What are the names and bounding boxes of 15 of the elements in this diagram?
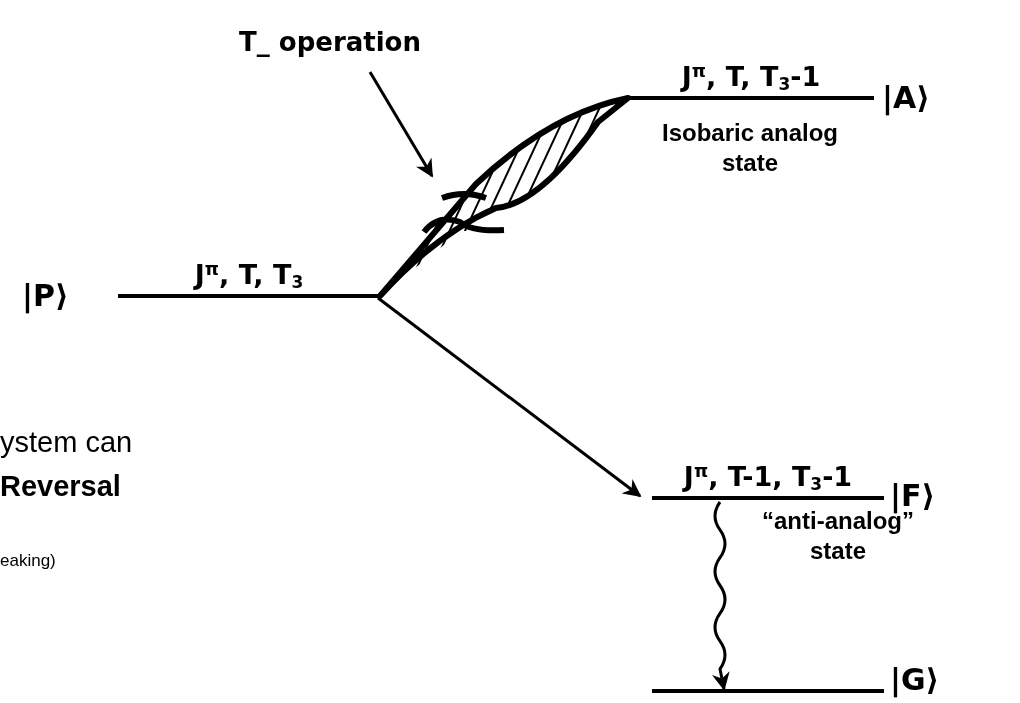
hatched-transition-band: [377, 95, 631, 299]
arrow: [368, 71, 434, 178]
quantum-numbers: J$^{π}$, T, T$_{3}$: [194, 260, 304, 294]
operation-label: T_ operation: [210, 20, 450, 64]
text-fragment: Reversal: [0, 469, 121, 504]
state-note: Isobaric analog state: [660, 118, 840, 178]
arrow: [377, 296, 642, 498]
quantum-numbers: J$^{π}$, T-1, T$_{3}$-1: [683, 462, 853, 496]
state-ket: |A⟩: [882, 80, 931, 116]
state-ket: |G⟩: [890, 662, 941, 698]
state-ket: |P⟩: [22, 278, 70, 314]
text-fragment: eaking): [0, 550, 56, 572]
quantum-numbers: J$^{π}$, T, T$_{3}$-1: [681, 62, 821, 96]
wavy-arrow: [712, 501, 730, 691]
text-fragment: ystem can: [0, 425, 133, 460]
